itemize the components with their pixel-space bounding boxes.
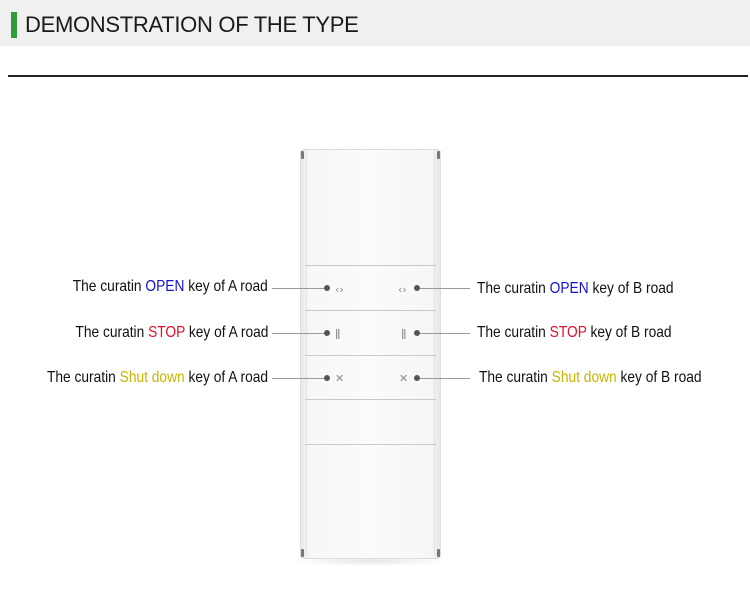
section-header: DEMONSTRATION OF THE TYPE [0, 0, 750, 46]
close-icon: ✕ [335, 372, 345, 385]
leader-dot [324, 285, 330, 291]
key-divider [305, 310, 436, 311]
label-shut-a: The curatin Shut down key of A road [46, 369, 268, 386]
remote-corner [437, 151, 440, 159]
label-open-a: The curatin OPEN key of A road [72, 278, 268, 295]
remote-corner [301, 151, 304, 159]
leader-line [420, 378, 470, 379]
leader-line [272, 378, 324, 379]
key-divider [305, 265, 436, 266]
pause-icon: ǁ [335, 327, 341, 340]
remote-shadow [290, 556, 450, 566]
label-shut-b: The curatin Shut down key of B road [479, 369, 702, 386]
key-divider [305, 399, 436, 400]
chevrons-open-icon: ‹› [398, 283, 407, 296]
leader-line [420, 333, 470, 334]
label-stop-a: The curatin STOP key of A road [74, 324, 268, 341]
remote-control [300, 149, 441, 559]
header-accent-bar [11, 12, 17, 38]
leader-line [420, 288, 470, 289]
pause-icon: ǁ [401, 327, 407, 340]
remote-corner [301, 549, 304, 557]
label-open-b: The curatin OPEN key of B road [477, 280, 674, 297]
header-divider [8, 75, 748, 77]
leader-dot [414, 375, 420, 381]
leader-dot [414, 285, 420, 291]
leader-line [272, 333, 324, 334]
key-divider [305, 355, 436, 356]
blank-key[interactable] [305, 400, 436, 444]
page-title: DEMONSTRATION OF THE TYPE [25, 12, 359, 37]
remote-face [306, 153, 435, 555]
key-divider [305, 444, 436, 445]
leader-dot [324, 330, 330, 336]
close-icon: ✕ [399, 372, 409, 385]
remote-corner [437, 549, 440, 557]
label-stop-b: The curatin STOP key of B road [477, 324, 672, 341]
leader-line [272, 288, 324, 289]
leader-dot [414, 330, 420, 336]
chevrons-open-icon: ‹› [335, 283, 344, 296]
leader-dot [324, 375, 330, 381]
